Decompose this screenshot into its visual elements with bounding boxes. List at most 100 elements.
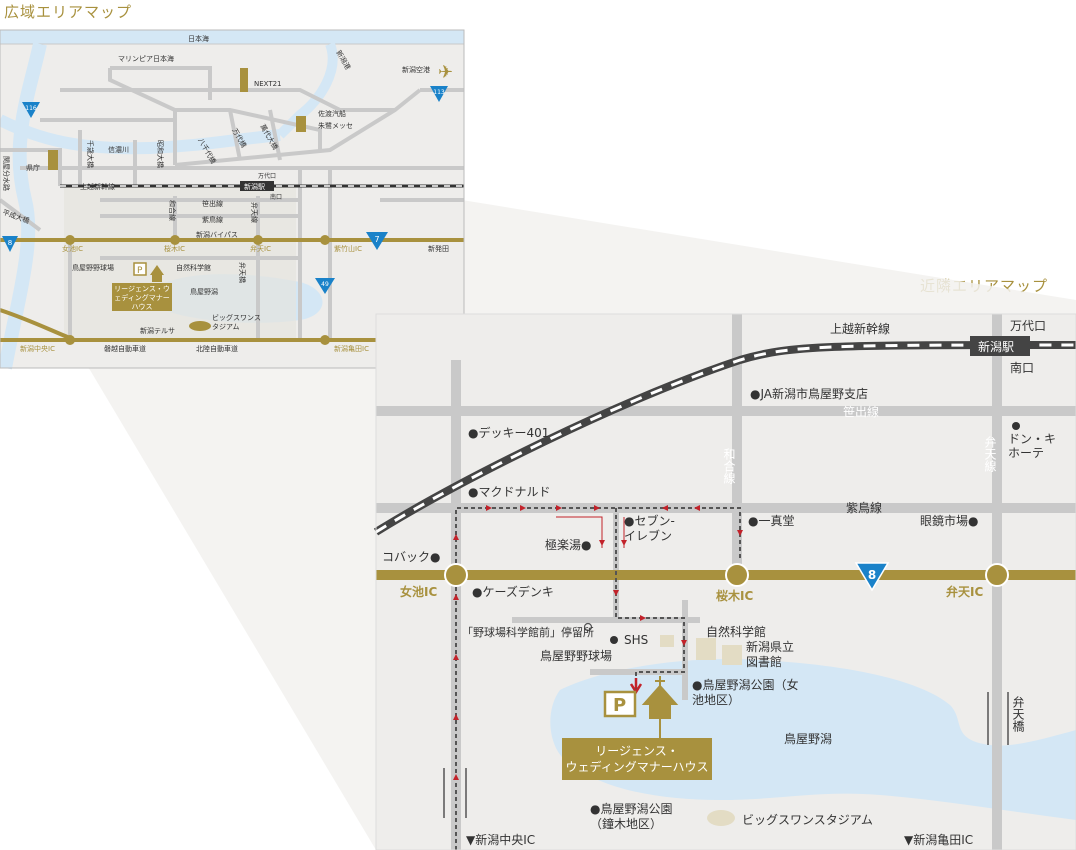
svg-text:8: 8	[8, 239, 12, 247]
label-next21: NEXT21	[254, 80, 282, 88]
label-joetsu: 上越新幹線	[830, 321, 890, 336]
label-ja: ●JA新潟市鳥屋野支店	[750, 386, 868, 401]
label-stadium-wide: 鳥屋野野球場	[72, 263, 114, 272]
label-donki: ドン・キホーテ	[1008, 432, 1057, 460]
label-shinanogawa: 信濃川	[108, 145, 129, 154]
bigswan-icon	[707, 810, 735, 826]
label-menoike-ic-wide: 女池IC	[62, 244, 83, 253]
ic-menoike-marker	[444, 563, 468, 587]
label-bandai-road: 磐越自動車道	[104, 344, 146, 353]
label-bypass: 新潟バイパス	[196, 230, 238, 239]
svg-text:113: 113	[433, 89, 445, 96]
label-bunsui: 関屋分水路	[2, 156, 11, 191]
label-chuo-ic: ▼新潟中央IC	[466, 832, 535, 847]
label-shs: SHS	[624, 633, 648, 647]
label-south-exit-wide: 南口	[270, 193, 282, 201]
shs-building	[660, 635, 674, 647]
svg-text:8: 8	[868, 568, 876, 582]
church-icon-wide	[150, 265, 164, 282]
route-arrows	[453, 505, 743, 780]
label-venue-wide: リージェンス・ウェディングマナーハウス	[114, 285, 170, 311]
label-deckey: ●デッキー401	[468, 425, 549, 440]
label-ksdenki: ●ケーズデンキ	[472, 584, 554, 599]
route-shield-8: 8	[854, 562, 890, 592]
label-shichiku: 紫鳥線	[846, 500, 882, 515]
label-ikkando: ●一真堂	[748, 514, 794, 528]
label-kameda-ic: ▼新潟亀田IC	[904, 832, 973, 847]
parking-icon	[603, 690, 637, 718]
bus-stop-icon	[583, 622, 593, 632]
label-mcd: ●マクドナルド	[468, 485, 550, 499]
label-niigata-st: 新潟駅	[978, 339, 1014, 354]
label-kencho: 県庁	[26, 163, 40, 172]
label-benten-bridge-wide: 弁天橋	[238, 262, 247, 283]
wide-map: 116 113 8 7 49 ✈ P 日本海 マリンピア日本海	[0, 29, 465, 370]
route-shield-8-wide: 8	[2, 236, 18, 252]
label-south-exit: 南口	[1010, 360, 1034, 375]
label-wago-wide: 和合線	[168, 200, 177, 221]
label-stadium: 鳥屋野野球場	[540, 648, 612, 663]
label-park-kaburaki: ●鳥屋野潟公園（鐘木地区）	[590, 802, 673, 831]
label-seven: ●セブン-イレブン	[624, 514, 675, 543]
label-benten-bridge: 弁天橋	[1011, 695, 1025, 733]
label-bigswan: ビッグスワンスタジアム	[742, 813, 873, 827]
venue-box-wide	[112, 283, 172, 311]
label-benten-line-wide: 弁天線	[250, 202, 259, 223]
church-icon	[641, 676, 679, 719]
label-benten-ic-wide: 弁天IC	[250, 244, 271, 253]
ic-sakuragi-marker	[725, 563, 749, 587]
route-shield-116: 116	[22, 102, 40, 118]
next21-icon	[240, 68, 248, 92]
toki-messe-icon	[296, 116, 306, 132]
svg-text:7: 7	[374, 235, 379, 244]
airplane-icon: ✈	[438, 62, 453, 83]
label-library: 新潟県立図書館	[746, 640, 795, 669]
label-joetsu-wide: 上越新幹線	[80, 182, 115, 191]
label-benten-ic: 弁天IC	[946, 584, 983, 599]
label-shichiku-wide: 紫鳥線	[202, 215, 223, 224]
parking-icon-wide	[133, 262, 147, 276]
label-science: 自然科学館	[706, 624, 766, 639]
venue-name-line2: ウェディングマナーハウス	[566, 759, 709, 774]
label-science-wide: 自然科学館	[176, 263, 211, 272]
label-sado: 佐渡汽船	[318, 109, 346, 118]
label-niigata-st-wide: 新潟駅	[244, 182, 265, 191]
label-sasade: 笹出線	[843, 404, 879, 419]
label-marinepia: マリンピア日本海	[118, 54, 174, 63]
label-bus-stop: 「野球場科学館前」停留所	[462, 625, 594, 639]
label-chuo-ic-wide: 新潟中央IC	[20, 344, 55, 353]
wide-map-title: 広域エリアマップ	[4, 3, 132, 21]
label-kobakku: コバック●	[382, 550, 440, 564]
niigata-station-box	[970, 336, 1030, 356]
route-shield-113: 113	[430, 86, 448, 102]
label-showa: 昭和大橋	[156, 140, 165, 168]
label-sakuragi-ic: 桜木IC	[716, 588, 753, 603]
label-megane: 眼鏡市場●	[920, 513, 978, 528]
label-benten-line: 弁天線	[983, 435, 997, 472]
route-shield-49: 49	[315, 278, 335, 294]
label-airport: 新潟空港	[402, 65, 430, 74]
label-hokuriku: 北陸自動車道	[196, 344, 238, 353]
near-map: 8 新潟駅 P リージェンス・ ウェディングマナーハウス 上越新幹線 万代口 南…	[373, 313, 1076, 850]
label-chitose: 千歳大橋	[86, 140, 95, 168]
label-sea: 日本海	[188, 34, 209, 43]
venue-name-line1: リージェンス・	[595, 744, 679, 758]
kencho-icon	[48, 150, 58, 170]
label-parking: P	[613, 695, 626, 716]
label-toyano: 鳥屋野潟	[784, 731, 832, 746]
label-sasade-wide: 笹出線	[202, 199, 223, 208]
label-toyano-wide: 鳥屋野潟	[190, 287, 218, 296]
label-kameda-ic-wide: 新潟亀田IC	[334, 344, 369, 353]
label-menoike-ic: 女池IC	[400, 584, 437, 599]
label-shichikuyama-ic: 紫竹山IC	[334, 244, 362, 253]
bigswan-icon-wide	[189, 321, 211, 331]
library-building	[722, 645, 742, 665]
label-bigswan-wide: ビッグスワンスタジアム	[212, 314, 261, 331]
label-bandai-exit-wide: 万代口	[258, 172, 276, 180]
label-sakuragi-ic-wide: 桜木IC	[164, 244, 185, 253]
svg-text:49: 49	[321, 281, 329, 288]
label-gokuraku: 極楽湯●	[545, 537, 591, 552]
label-bandai-exit: 万代口	[1010, 319, 1046, 333]
label-shibata: 新発田	[428, 244, 449, 253]
